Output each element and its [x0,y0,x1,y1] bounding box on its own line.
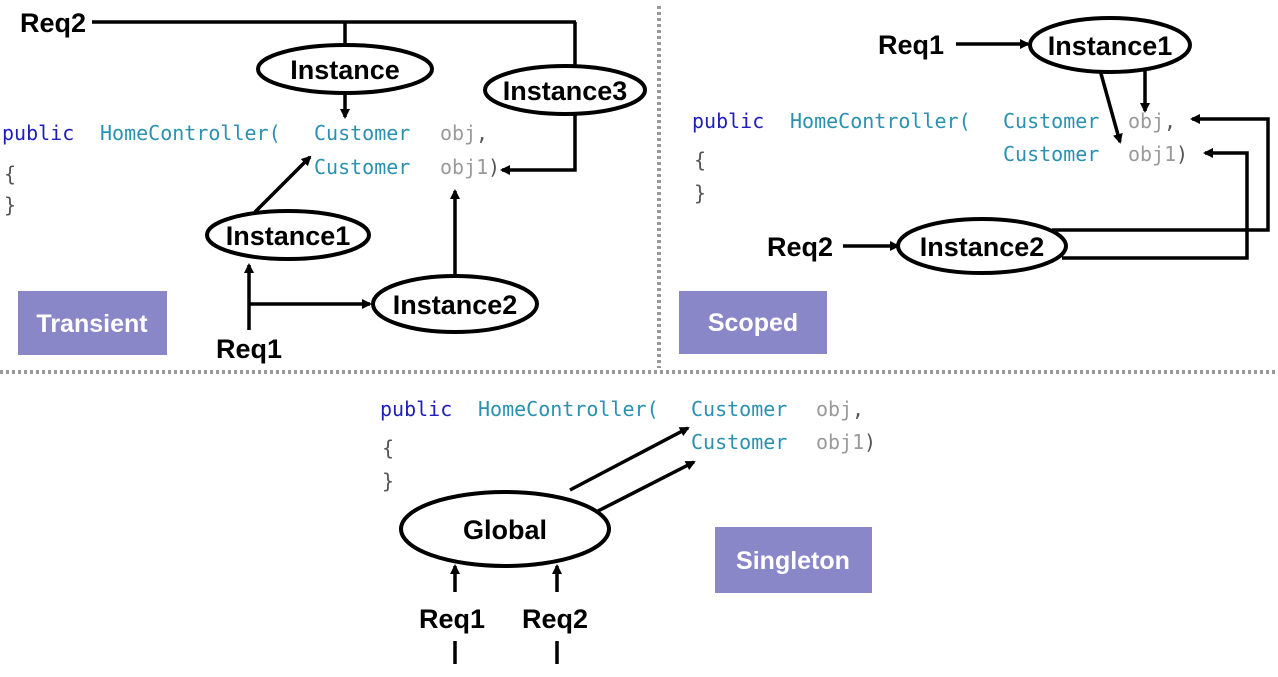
singleton-badge [715,527,872,593]
scoped-req1-label: Req1 [878,30,944,60]
transient-code-line2: Customer obj1 ) [314,155,500,179]
scoped-instance1-arrow-obj1 [1098,69,1123,144]
transient-instance3-node [483,64,647,116]
transient-code-close-brace: } [4,193,16,217]
singleton-panel: public HomeController( Customer obj , Cu… [380,397,876,664]
transient-badge [18,291,167,355]
scoped-code-line1: public HomeController( Customer obj , [692,109,1176,133]
scoped-instance2-arrow-obj1 [1062,148,1249,260]
transient-instance3-arrow [500,112,577,175]
scoped-badge-label: Scoped [708,309,798,337]
transient-badge-label: Transient [36,310,148,338]
transient-instance-label: Instance [290,55,400,85]
transient-instance3-label: Instance3 [503,76,628,106]
transient-panel: Req2 Instance Instance3 Instance1 Instan… [2,8,647,364]
singleton-global-node [399,490,611,568]
scoped-req2-label: Req2 [767,232,833,262]
scoped-instance1-label: Instance1 [1048,31,1173,61]
singleton-req2-label: Req2 [522,604,588,634]
transient-code-line1: public HomeController( Customer obj , [2,121,488,145]
scoped-badge [679,291,827,354]
transient-instance1-node [205,209,371,261]
transient-instance1-label: Instance1 [226,221,351,251]
singleton-global-label: Global [463,515,547,545]
transient-req2-label: Req2 [20,8,86,38]
scoped-instance2-node [896,217,1068,275]
transient-code-open-brace: { [4,162,16,186]
scoped-code-close-brace: } [694,181,706,205]
scoped-panel: Req1 Instance1 Req2 Instance2 public Hom… [679,16,1270,354]
transient-req1-label: Req1 [216,334,282,364]
singleton-code-line1: public HomeController( Customer obj , [380,397,864,421]
singleton-code-close-brace: } [382,469,394,493]
scoped-instance2-label: Instance2 [920,232,1045,262]
singleton-global-arrow-obj [569,426,690,492]
singleton-req1-label: Req1 [419,604,485,634]
transient-instance1-arrow [253,155,312,214]
singleton-code-open-brace: { [382,436,394,460]
singleton-badge-label: Singleton [736,547,850,575]
scoped-instance1-node [1028,16,1192,74]
singleton-global-arrow-obj1 [597,460,696,513]
scoped-instance2-arrow-obj [1052,114,1270,232]
scoped-code-open-brace: { [694,148,706,172]
transient-instance-node [256,43,434,95]
singleton-code-line2: Customer obj1 ) [691,430,876,454]
scoped-code-line2: Customer obj1 ) [1003,142,1188,166]
transient-instance2-label: Instance2 [393,290,518,320]
transient-instance2-node [371,274,539,334]
